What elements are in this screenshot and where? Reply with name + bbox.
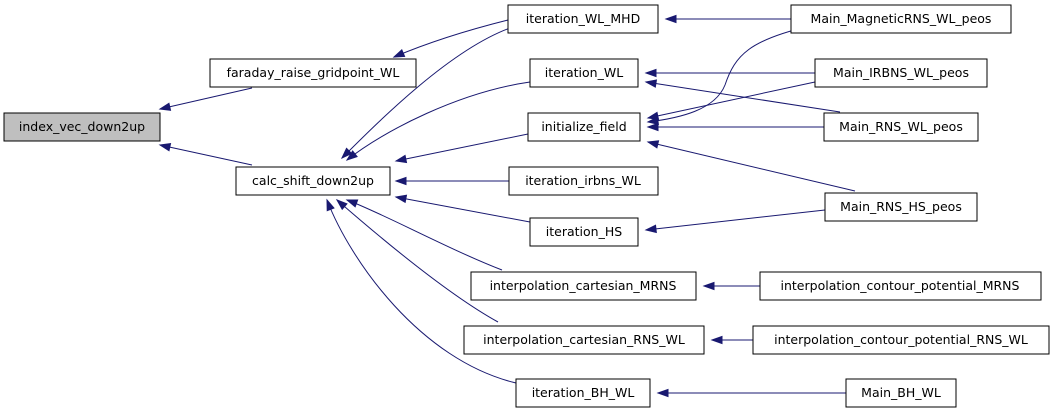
edge-arrowhead bbox=[656, 388, 669, 398]
edge-line bbox=[346, 81, 531, 161]
edge-faraday-to-root bbox=[158, 87, 253, 111]
node-main-irbns-wl-peos[interactable]: Main_IRBNS_WL_peos bbox=[814, 58, 988, 88]
edge-contour_mrns-to-interp_mrns bbox=[702, 281, 760, 291]
edge-arrowhead bbox=[710, 335, 723, 345]
edge-main_irbns-to-iter_wl bbox=[644, 68, 815, 78]
edge-arrowhead bbox=[340, 147, 353, 160]
edge-arrowhead bbox=[345, 199, 359, 208]
node-interpolation-contour-potential-rns-wl[interactable]: interpolation_contour_potential_RNS_WL bbox=[752, 325, 1050, 355]
edge-main_irbns-to-init_field bbox=[646, 81, 816, 121]
edge-arrowhead bbox=[644, 68, 657, 78]
edge-line bbox=[326, 199, 517, 384]
edge-line bbox=[647, 25, 811, 123]
edge-main_rns_wl-to-iter_wl bbox=[644, 79, 841, 113]
node-main-rns-wl-peos[interactable]: Main_RNS_WL_peos bbox=[823, 112, 979, 142]
edge-arrowhead bbox=[394, 154, 408, 164]
node-iteration-bh-wl[interactable]: iteration_BH_WL bbox=[515, 378, 651, 408]
node-label: index_vec_down2up bbox=[19, 119, 145, 134]
edge-line bbox=[159, 144, 253, 166]
edge-arrowhead bbox=[646, 111, 660, 121]
edge-line bbox=[346, 199, 503, 271]
node-label: iteration_irbns_WL bbox=[525, 173, 641, 188]
edge-arrowhead bbox=[335, 199, 348, 211]
edge-arrowhead bbox=[644, 79, 658, 88]
edge-line bbox=[647, 81, 816, 119]
edge-arrowhead bbox=[326, 198, 335, 212]
node-iteration-hs[interactable]: iteration_HS bbox=[529, 217, 639, 247]
edge-iter_bh-to-calc bbox=[326, 198, 517, 384]
edges-layer bbox=[158, 14, 856, 398]
edge-main_bh-to-iter_bh bbox=[656, 388, 846, 398]
edge-arrowhead bbox=[158, 143, 172, 152]
edge-line bbox=[159, 87, 253, 110]
edge-iter_wl_mhd-to-faraday bbox=[392, 19, 509, 58]
node-iteration-irbns-wl[interactable]: iteration_irbns_WL bbox=[508, 166, 659, 196]
node-label: interpolation_cartesian_RNS_WL bbox=[483, 332, 685, 347]
node-label: initialize_field bbox=[541, 119, 626, 134]
edge-main_rns_wl-to-init_field bbox=[646, 122, 824, 132]
node-interpolation-cartesian-rns-wl[interactable]: interpolation_cartesian_RNS_WL bbox=[463, 325, 705, 355]
edge-arrowhead bbox=[646, 122, 659, 132]
edge-arrowhead bbox=[392, 48, 406, 58]
edge-line bbox=[336, 199, 499, 323]
edge-iter_wl_mhd-to-calc bbox=[340, 27, 511, 160]
node-iteration-wl[interactable]: iteration_WL bbox=[529, 58, 639, 88]
node-label: Main_BH_WL bbox=[861, 385, 941, 400]
node-label: iteration_WL bbox=[545, 65, 623, 80]
edge-line bbox=[393, 19, 509, 58]
edge-arrowhead bbox=[644, 224, 657, 234]
node-label: interpolation_contour_potential_MRNS bbox=[781, 278, 1020, 293]
edge-line bbox=[645, 209, 826, 231]
edge-iter_hs-to-calc bbox=[394, 194, 531, 223]
node-interpolation-cartesian-mrns[interactable]: interpolation_cartesian_MRNS bbox=[470, 271, 697, 301]
node-faraday-raise-gridpoint-wl[interactable]: faraday_raise_gridpoint_WL bbox=[209, 58, 417, 88]
node-label: Main_IRBNS_WL_peos bbox=[833, 65, 969, 80]
node-label: iteration_HS bbox=[546, 224, 622, 239]
edge-iter_irbns-to-calc bbox=[394, 176, 509, 186]
edge-arrowhead bbox=[158, 102, 172, 111]
edge-main_mag-to-iter_wl_mhd bbox=[664, 14, 791, 24]
node-label: Main_RNS_HS_peos bbox=[840, 199, 962, 214]
edge-calc-to-root bbox=[158, 143, 253, 166]
node-label: faraday_raise_gridpoint_WL bbox=[227, 65, 400, 80]
node-initialize-field[interactable]: initialize_field bbox=[527, 112, 641, 142]
edge-line bbox=[645, 81, 841, 113]
node-interpolation-contour-potential-mrns[interactable]: interpolation_contour_potential_MRNS bbox=[759, 271, 1042, 301]
edge-arrowhead bbox=[646, 140, 660, 149]
edge-arrowhead bbox=[394, 176, 407, 186]
edge-init_field-to-calc bbox=[394, 133, 529, 164]
edge-main_rns_hs-to-init_field bbox=[646, 140, 856, 192]
edge-arrowhead bbox=[345, 150, 358, 161]
node-main-bh-wl[interactable]: Main_BH_WL bbox=[845, 378, 957, 408]
edge-arrowhead bbox=[664, 14, 677, 24]
node-main-magneticrns-wl-peos[interactable]: Main_MagneticRNS_WL_peos bbox=[790, 4, 1012, 34]
edge-line bbox=[341, 27, 511, 159]
edge-main_mag-to-init_field bbox=[646, 25, 811, 125]
node-iteration-wl-mhd[interactable]: iteration_WL_MHD bbox=[507, 4, 659, 34]
node-label: calc_shift_down2up bbox=[252, 173, 374, 188]
edge-line bbox=[395, 133, 529, 162]
edge-main_rns_hs-to-iter_hs bbox=[644, 209, 826, 234]
edge-interp_mrns-to-calc bbox=[345, 199, 503, 271]
edge-arrowhead bbox=[702, 281, 715, 291]
edge-interp_rns-to-calc bbox=[335, 199, 499, 323]
edge-iter_wl-to-calc bbox=[345, 81, 531, 161]
node-calc-shift-down2up[interactable]: calc_shift_down2up bbox=[235, 166, 391, 196]
node-label: Main_RNS_WL_peos bbox=[839, 119, 963, 134]
node-main-rns-hs-peos[interactable]: Main_RNS_HS_peos bbox=[824, 192, 978, 222]
edge-line bbox=[647, 141, 856, 192]
node-index-vec-down2up[interactable]: index_vec_down2up bbox=[3, 112, 161, 142]
edge-contour_rns-to-interp_rns bbox=[710, 335, 753, 345]
node-label: Main_MagneticRNS_WL_peos bbox=[811, 11, 992, 26]
edge-arrowhead bbox=[394, 194, 408, 204]
node-label: interpolation_contour_potential_RNS_WL bbox=[774, 332, 1028, 347]
node-label: iteration_BH_WL bbox=[532, 385, 635, 400]
nodes-layer: index_vec_down2up faraday_raise_gridpoin… bbox=[3, 4, 1050, 408]
edge-line bbox=[395, 196, 531, 223]
node-label: iteration_WL_MHD bbox=[526, 11, 640, 26]
node-label: interpolation_cartesian_MRNS bbox=[490, 278, 677, 293]
